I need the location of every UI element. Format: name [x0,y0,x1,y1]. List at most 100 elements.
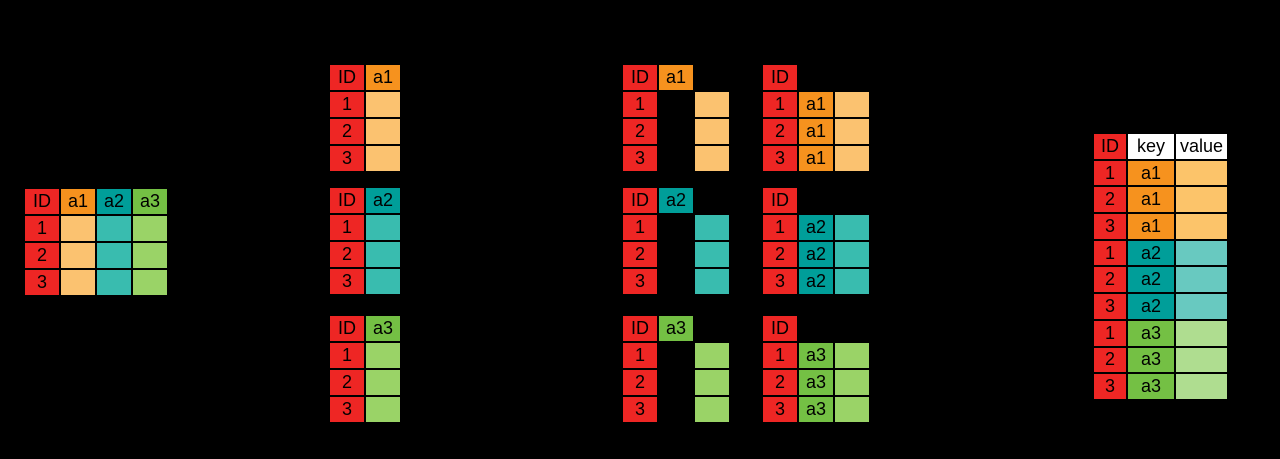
value-cell-a3 [693,368,731,397]
empty-space [798,64,834,91]
value-cell-a1 [59,214,97,243]
id-cell: 1 [328,90,366,119]
empty-space [658,214,694,241]
empty-space [658,241,694,268]
empty-space [658,268,694,295]
id-cell: 2 [328,117,366,146]
value-cell-a1 [1174,158,1229,188]
id-cell: 2 [328,240,366,269]
value-cell-a3 [364,368,402,397]
id-cell: 3 [761,144,799,173]
value-cell-a3 [693,341,731,370]
id-cell: 2 [621,240,659,269]
id-cell: 2 [328,368,366,397]
header-cell-value: value [1174,132,1229,161]
value-cell-a1 [364,90,402,119]
header-cell-a2: a2 [364,186,402,215]
key-cell-a2: a2 [797,267,835,296]
id-cell: 2 [621,368,659,397]
header-cell-id: ID [621,314,659,343]
value-cell-a2 [364,240,402,269]
id-cell: 3 [328,267,366,296]
value-cell-a2 [833,213,871,242]
key-cell-a2: a2 [1126,238,1176,268]
id-cell: 2 [23,241,61,270]
id-cell: 1 [621,90,659,119]
id-cell: 2 [1092,185,1128,215]
value-cell-a2 [364,267,402,296]
header-cell-id: ID [761,63,799,92]
value-cell-a2 [1174,292,1229,321]
id-cell: 1 [1092,318,1128,348]
value-cell-a3 [1174,345,1229,375]
value-cell-a2 [693,267,731,296]
value-cell-a3 [364,341,402,370]
value-cell-a3 [131,268,169,297]
empty-space [694,187,730,214]
id-cell: 1 [621,213,659,242]
empty-space [658,91,694,118]
header-cell-id: ID [621,186,659,215]
header-cell-a2: a2 [657,186,695,215]
id-cell: 1 [621,341,659,370]
value-cell-a1 [364,144,402,173]
empty-space [834,187,870,214]
header-cell-id: ID [621,63,659,92]
key-cell-a1: a1 [1126,212,1176,241]
key-cell-a3: a3 [1126,318,1176,348]
empty-space [694,64,730,91]
header-cell-a1: a1 [657,63,695,92]
id-cell: 1 [761,90,799,119]
value-cell-a2 [833,267,871,296]
header-cell-a3: a3 [657,314,695,343]
id-cell: 1 [328,213,366,242]
header-cell-id: ID [328,186,366,215]
id-cell: 1 [761,341,799,370]
key-cell-a3: a3 [797,341,835,370]
value-cell-a1 [1174,185,1229,215]
id-cell: 1 [23,214,61,243]
header-cell-id: ID [1092,132,1128,161]
value-cell-a3 [131,214,169,243]
value-cell-a2 [1174,238,1229,268]
id-cell: 3 [761,267,799,296]
empty-space [834,315,870,342]
value-cell-a1 [364,117,402,146]
id-cell: 3 [328,144,366,173]
id-cell: 3 [1092,212,1128,241]
value-cell-a3 [364,395,402,424]
id-cell: 3 [1092,292,1128,321]
id-cell: 3 [621,267,659,296]
key-cell-a2: a2 [797,240,835,269]
empty-space [658,396,694,423]
empty-space [658,342,694,369]
empty-space [658,118,694,145]
key-cell-a2: a2 [797,213,835,242]
key-cell-a3: a3 [797,395,835,424]
value-cell-a2 [95,214,133,243]
value-cell-a1 [693,117,731,146]
header-cell-id: ID [761,186,799,215]
empty-space [658,145,694,172]
empty-space [694,315,730,342]
header-cell-key: key [1126,132,1176,161]
value-cell-a1 [833,144,871,173]
value-cell-a2 [693,240,731,269]
value-cell-a1 [59,268,97,297]
key-cell-a1: a1 [797,117,835,146]
header-cell-id: ID [328,314,366,343]
key-cell-a3: a3 [1126,345,1176,375]
value-cell-a3 [833,395,871,424]
empty-space [658,369,694,396]
empty-space [798,187,834,214]
header-cell-a3: a3 [131,187,169,216]
value-cell-a3 [1174,318,1229,348]
value-cell-a1 [833,90,871,119]
value-cell-a1 [833,117,871,146]
